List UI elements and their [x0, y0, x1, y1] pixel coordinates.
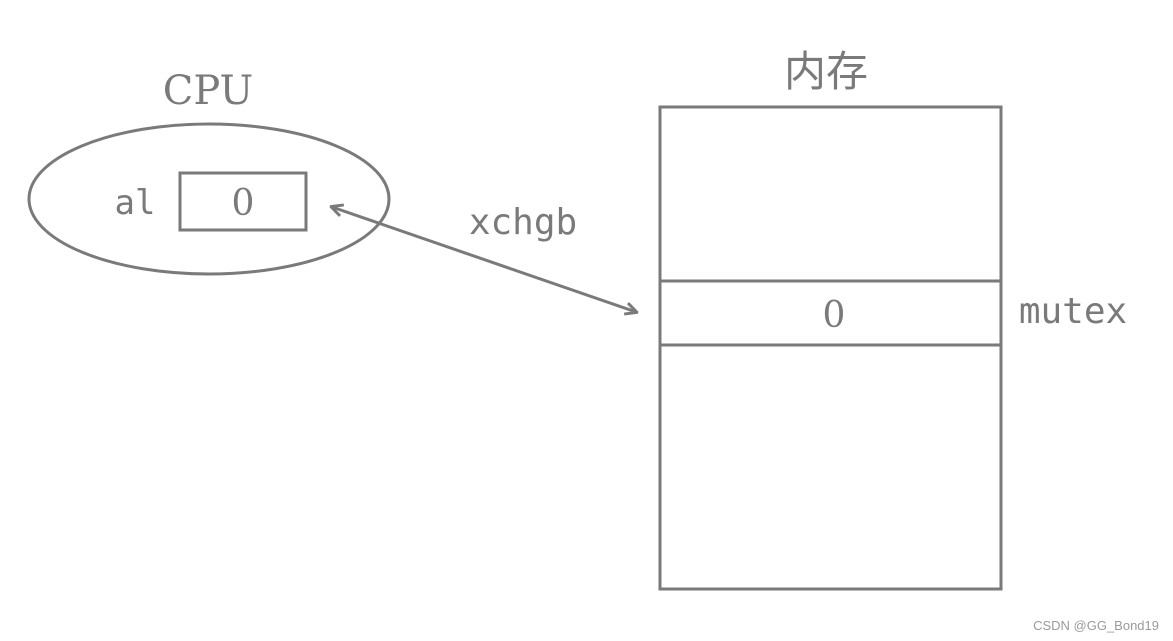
register-box [178, 171, 308, 232]
exchange-arrow [332, 207, 636, 312]
mutex-label: mutex [1019, 291, 1127, 332]
memory-title: 内存 [784, 47, 868, 96]
register-value: 0 [232, 183, 255, 224]
watermark-text: CSDN @GG_Bond19 [1033, 618, 1159, 633]
cpu-ellipse [27, 122, 391, 276]
instruction-label: xchgb [469, 202, 577, 243]
cpu-title: CPU [163, 68, 254, 114]
memory-block [658, 105, 1003, 591]
mutex-cell-value: 0 [823, 295, 846, 336]
register-name-label: al [115, 183, 156, 223]
